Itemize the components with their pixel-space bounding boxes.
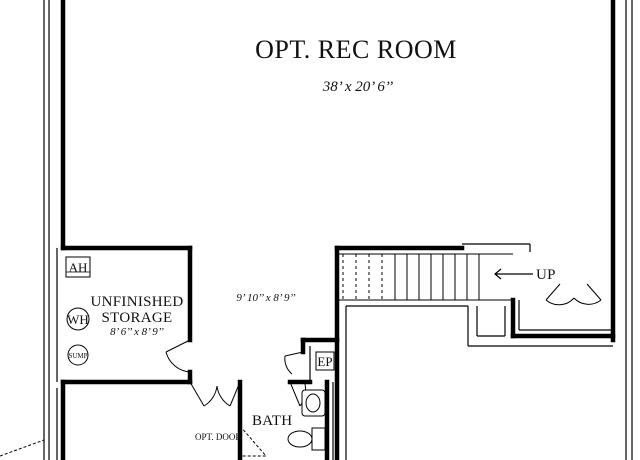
toilet-tank xyxy=(311,427,326,451)
toilet-bowl xyxy=(287,430,313,448)
optional-door-note: OPT. DOOR xyxy=(195,432,241,442)
water-heater-label: WH xyxy=(67,312,89,327)
interior-walls xyxy=(60,0,616,460)
bath-name: BATH xyxy=(252,413,292,429)
storage-name-line2: STORAGE xyxy=(102,310,173,326)
rec-room-dimensions: 38’ x 20’ 6’’ xyxy=(322,79,393,95)
stair-up-label: UP xyxy=(536,267,556,283)
air-handler-label: AH xyxy=(69,260,88,275)
hall-dimensions: 9’ 10’’ x 8’ 9’’ xyxy=(236,292,296,304)
rec-room-name: OPT. REC ROOM xyxy=(255,35,457,64)
storage-dimensions: 8’ 6’’ x 8’ 9’’ xyxy=(110,326,164,338)
water-heater-tank xyxy=(66,307,90,331)
storage-name-line1: UNFINISHED xyxy=(91,294,184,310)
equipment-symbols xyxy=(65,256,335,371)
stair-up-arrow xyxy=(494,268,533,280)
partition-lines xyxy=(56,243,613,460)
sink-basin xyxy=(305,393,321,413)
bath-fixtures xyxy=(287,389,326,451)
sump-label: SUMP xyxy=(68,352,87,360)
sump-pit xyxy=(67,344,89,366)
electrical-panel-label: EP xyxy=(317,354,332,369)
exterior-walls xyxy=(43,0,633,460)
electrical-panel-box xyxy=(315,351,335,371)
stair-treads xyxy=(337,253,513,301)
